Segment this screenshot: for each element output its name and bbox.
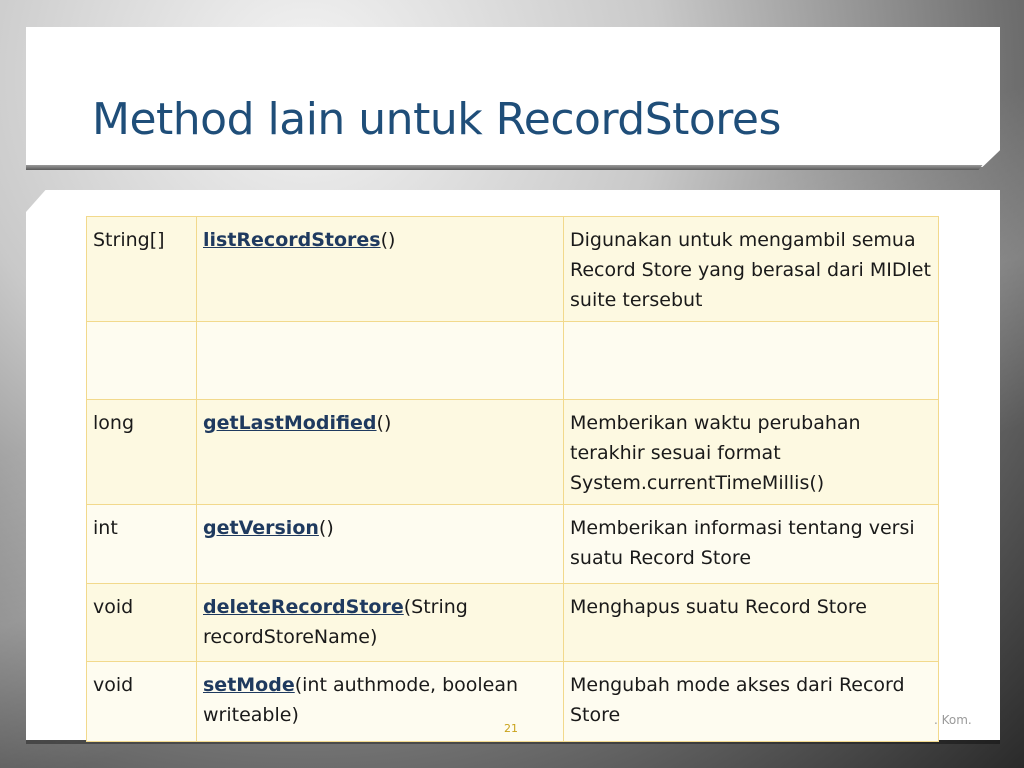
method-params: (int authmode, boolean writeable) (203, 674, 519, 726)
method-link[interactable]: setMode (203, 674, 295, 696)
method-params: () (376, 412, 392, 434)
method-link[interactable]: getLastModified (203, 412, 377, 434)
content-panel-shadow (26, 740, 1000, 744)
table-row: String[] listRecordStores() Digunakan un… (86, 216, 939, 322)
table-row: void deleteRecordStore(String recordStor… (86, 583, 939, 662)
method-link[interactable]: deleteRecordStore (203, 596, 404, 618)
method-cell: setMode(int authmode, boolean writeable) (196, 661, 564, 742)
table-row: long getLastModified() Memberikan waktu … (86, 399, 939, 505)
slide-title: Method lain untuk RecordStores (92, 94, 781, 145)
method-params: () (318, 517, 334, 539)
method-params: () (380, 229, 396, 251)
table-row: void setMode(int authmode, boolean write… (86, 661, 939, 742)
description-cell: Menghapus suatu Record Store (563, 583, 939, 662)
methods-table: String[] listRecordStores() Digunakan un… (86, 216, 939, 742)
page-number: 21 (504, 722, 518, 735)
table-row: int getVersion() Memberikan informasi te… (86, 504, 939, 584)
method-link[interactable]: listRecordStores (203, 229, 381, 251)
description-cell: Memberikan waktu perubahan terakhir sesu… (563, 399, 939, 505)
footer-author-partial: . Kom. (934, 713, 972, 727)
method-cell (196, 321, 564, 400)
method-cell: deleteRecordStore(String recordStoreName… (196, 583, 564, 662)
description-cell: Digunakan untuk mengambil semua Record S… (563, 216, 939, 322)
method-link[interactable]: getVersion (203, 517, 319, 539)
type-cell: String[] (86, 216, 197, 322)
description-cell: Memberikan informasi tentang versi suatu… (563, 504, 939, 584)
table-row (86, 321, 939, 400)
type-cell: long (86, 399, 197, 505)
method-cell: listRecordStores() (196, 216, 564, 322)
method-cell: getLastModified() (196, 399, 564, 505)
description-cell (563, 321, 939, 400)
type-cell: int (86, 504, 197, 584)
method-params: (String recordStoreName) (203, 596, 468, 648)
type-cell: void (86, 661, 197, 742)
method-cell: getVersion() (196, 504, 564, 584)
type-cell (86, 321, 197, 400)
type-cell: void (86, 583, 197, 662)
title-panel-edge (26, 165, 983, 170)
title-panel (26, 27, 1000, 167)
description-cell: Mengubah mode akses dari Record Store (563, 661, 939, 742)
